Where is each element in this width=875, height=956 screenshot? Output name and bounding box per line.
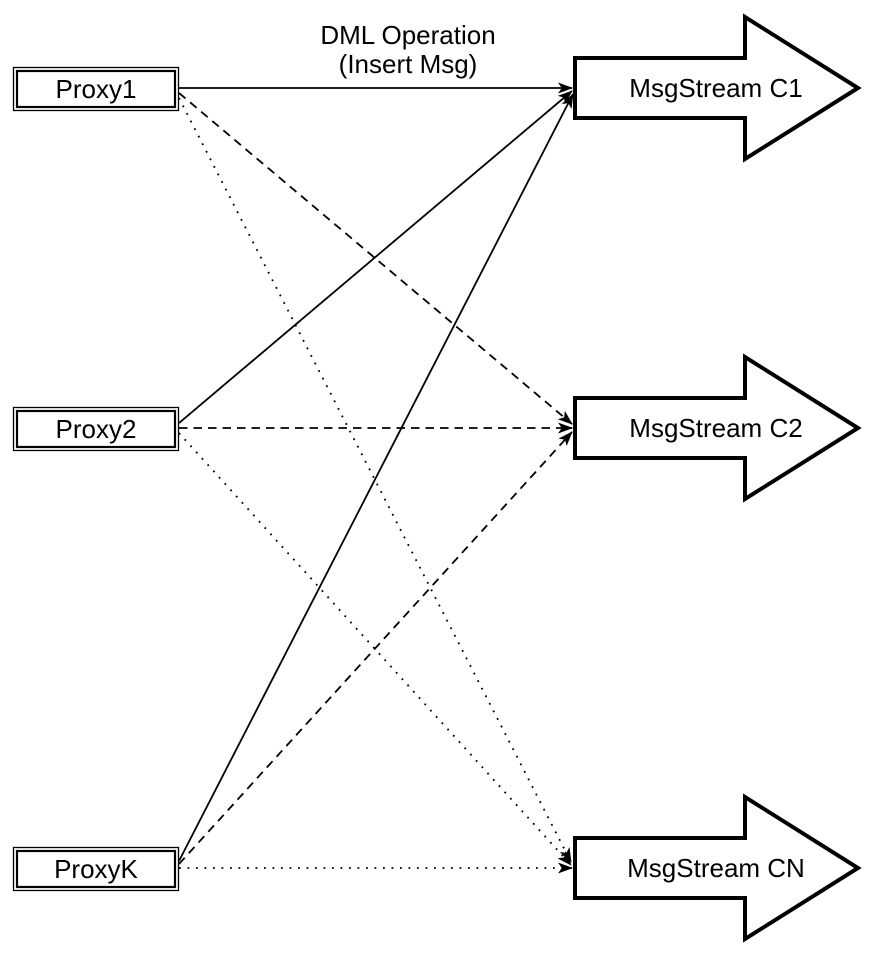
connector-proxy1-c2 xyxy=(178,92,573,425)
edge-label-line2: (Insert Msg) xyxy=(339,49,478,79)
connector-proxy1-cn xyxy=(178,97,572,863)
proxy2-label: Proxy2 xyxy=(56,414,137,444)
node-proxy1: Proxy1 xyxy=(12,66,180,112)
node-proxy2: Proxy2 xyxy=(12,406,180,452)
msgstream-c1-label: MsgStream C1 xyxy=(629,73,802,103)
node-msgstream-c2: MsgStream C2 xyxy=(573,353,862,503)
msgstream-c2-label: MsgStream C2 xyxy=(629,413,802,443)
msgstream-cn-arrow-icon xyxy=(573,793,862,943)
msgstream-c1-arrow-icon xyxy=(573,13,862,163)
edge-label-line1: DML Operation xyxy=(320,20,495,50)
proxyk-label: ProxyK xyxy=(54,854,138,884)
proxy1-label: Proxy1 xyxy=(56,74,137,104)
connector-proxy2-c1 xyxy=(178,90,573,424)
node-proxyk: ProxyK xyxy=(12,846,180,892)
node-msgstream-c1: MsgStream C1 xyxy=(573,13,862,163)
connector-proxyk-c1 xyxy=(178,93,574,862)
connector-proxyk-c2 xyxy=(178,431,573,865)
connector-proxy2-cn xyxy=(178,432,572,866)
proxy1-box xyxy=(15,69,177,109)
msgstream-c2-arrow-icon xyxy=(573,353,862,503)
proxy2-box xyxy=(15,409,177,449)
msgstream-cn-label: MsgStream CN xyxy=(627,853,805,883)
proxyk-box xyxy=(15,849,177,889)
connectors xyxy=(178,82,574,874)
edge-label: DML Operation (Insert Msg) xyxy=(320,20,495,79)
node-msgstream-cn: MsgStream CN xyxy=(573,793,862,943)
